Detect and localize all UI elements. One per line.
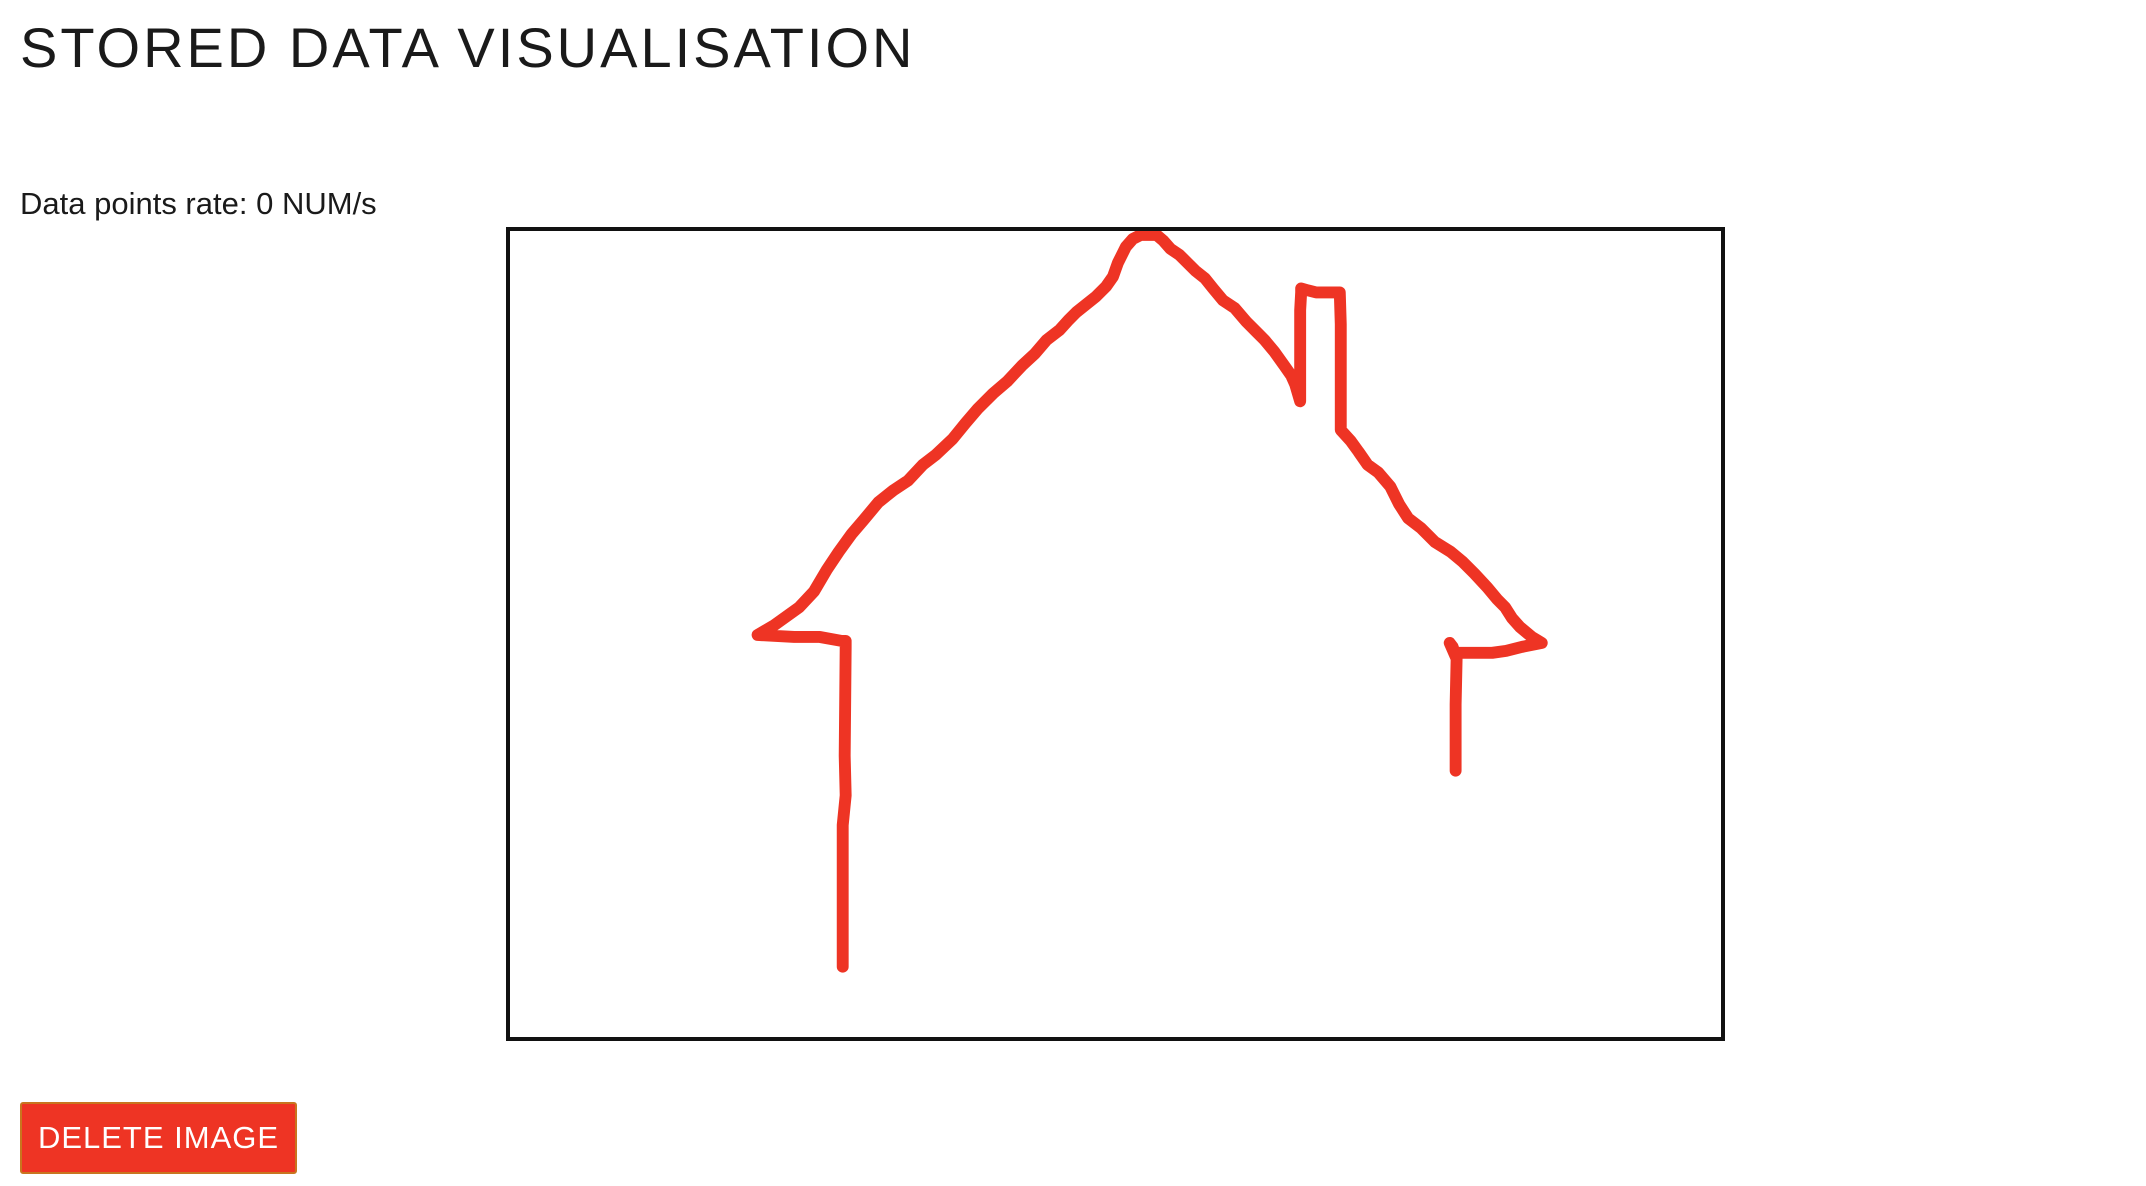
delete-image-button[interactable]: DELETE IMAGE bbox=[20, 1102, 297, 1174]
drawing-svg bbox=[751, 231, 1548, 973]
page-title: STORED DATA VISUALISATION bbox=[20, 16, 916, 79]
house-outline-stroke bbox=[751, 231, 1548, 973]
data-rate-label: Data points rate: bbox=[20, 186, 248, 221]
data-rate-unit: NUM/s bbox=[281, 186, 377, 221]
data-rate-readout: Data points rate: 0 NUM/s bbox=[20, 184, 377, 224]
data-rate-value: 0 bbox=[256, 186, 274, 221]
drawing-canvas[interactable] bbox=[506, 227, 1725, 1041]
